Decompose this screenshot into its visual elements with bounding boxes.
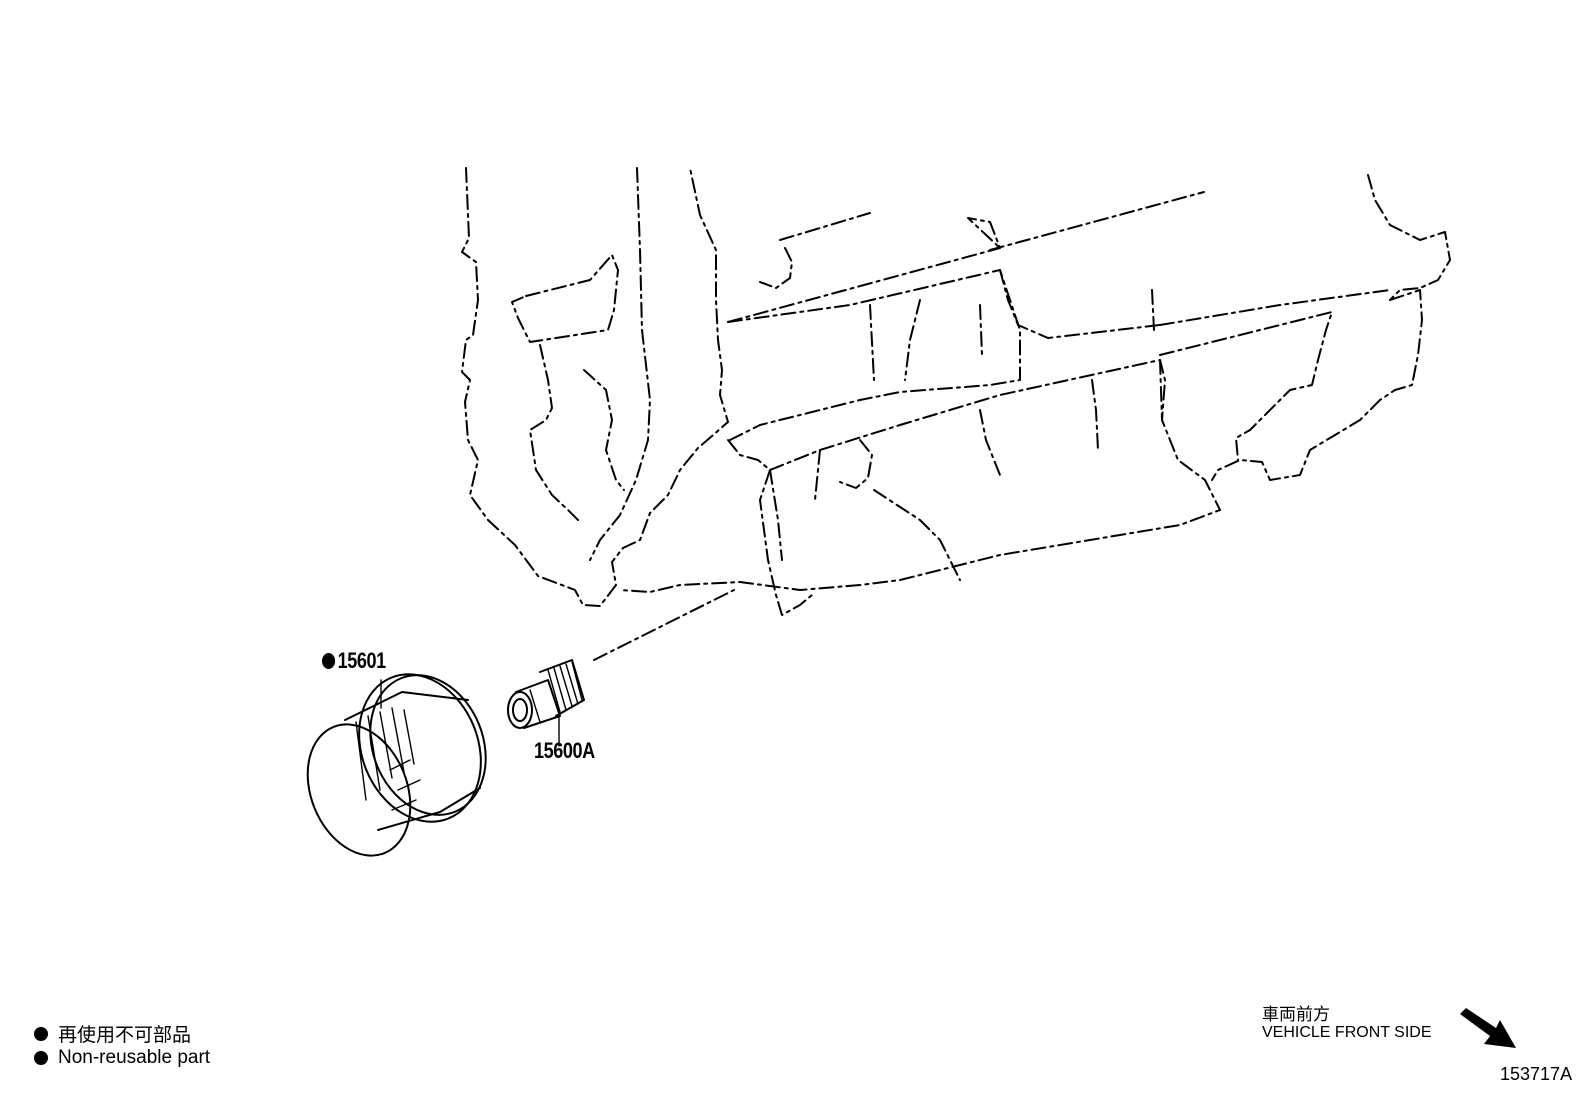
oil-filter-illustration bbox=[306, 673, 487, 857]
union-part-label: 15600A bbox=[534, 738, 595, 764]
legend-ja-text: 再使用不可部品 bbox=[58, 1025, 192, 1046]
non-reusable-marker-icon bbox=[322, 653, 336, 669]
legend-en-text: Non-reusable part bbox=[58, 1047, 211, 1068]
union-part-number: 15600A bbox=[534, 738, 595, 763]
filled-circle-icon bbox=[34, 1051, 48, 1065]
vehicle-front-label-en: VEHICLE FRONT SIDE bbox=[1262, 1024, 1432, 1041]
engine-block-outline bbox=[461, 167, 1451, 616]
oil-filter-part-label: 15601 bbox=[322, 648, 386, 674]
vehicle-front-label-ja: 車両前方 bbox=[1262, 1005, 1330, 1024]
union-illustration bbox=[507, 659, 585, 747]
filled-circle-icon bbox=[34, 1026, 48, 1041]
illustration-code: 153717A bbox=[1500, 1064, 1573, 1084]
arrow-down-right-icon bbox=[1460, 1008, 1516, 1048]
legend-ja: 再使用不可部品 bbox=[34, 1020, 191, 1047]
installation-leader-line bbox=[593, 589, 735, 661]
oil-filter-part-number: 15601 bbox=[337, 648, 387, 673]
legend-en: Non-reusable part bbox=[34, 1047, 210, 1069]
